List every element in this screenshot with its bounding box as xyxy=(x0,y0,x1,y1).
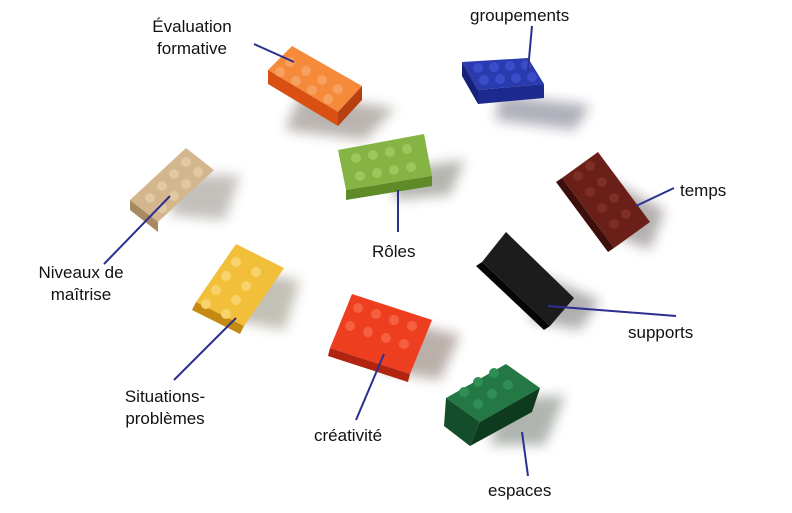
label-situations-problemes: Situations- problèmes xyxy=(110,386,220,430)
connector-temps xyxy=(635,187,675,207)
brick-black xyxy=(476,232,600,330)
connector-supports xyxy=(547,305,677,317)
label-evaluation-line2: formative xyxy=(157,39,227,58)
connector-creativite xyxy=(355,353,385,421)
label-niveaux-de-maitrise: Niveaux de maîtrise xyxy=(26,262,136,306)
label-creativite: créativité xyxy=(314,426,383,445)
label-situations-line2: problèmes xyxy=(125,409,205,428)
label-evaluation-formative: Évaluation formative xyxy=(132,16,252,60)
label-temps: temps xyxy=(680,181,727,200)
brick-blue xyxy=(462,58,590,130)
label-niveaux-line1: Niveaux de xyxy=(38,263,124,282)
brick-darkgreen xyxy=(444,364,565,446)
label-supports: supports xyxy=(628,323,694,342)
label-roles: Rôles xyxy=(372,242,416,261)
connector-niveaux xyxy=(103,195,171,265)
label-niveaux-line2: maîtrise xyxy=(50,285,112,304)
brick-yellow xyxy=(192,244,300,334)
brick-brown xyxy=(556,152,665,252)
connector-situations xyxy=(173,317,237,381)
connector-evaluation xyxy=(253,43,295,63)
label-evaluation-line1: Évaluation xyxy=(152,17,232,36)
label-groupements: groupements xyxy=(470,6,570,25)
brick-orange xyxy=(268,46,395,140)
connector-groupements xyxy=(527,25,533,71)
brick-green xyxy=(338,134,465,200)
label-espaces: espaces xyxy=(488,481,552,500)
brick-red xyxy=(328,294,460,382)
connector-lines xyxy=(103,25,677,477)
connector-espaces xyxy=(521,431,529,477)
brick-tan xyxy=(130,148,240,232)
label-situations-line1: Situations- xyxy=(124,387,206,406)
